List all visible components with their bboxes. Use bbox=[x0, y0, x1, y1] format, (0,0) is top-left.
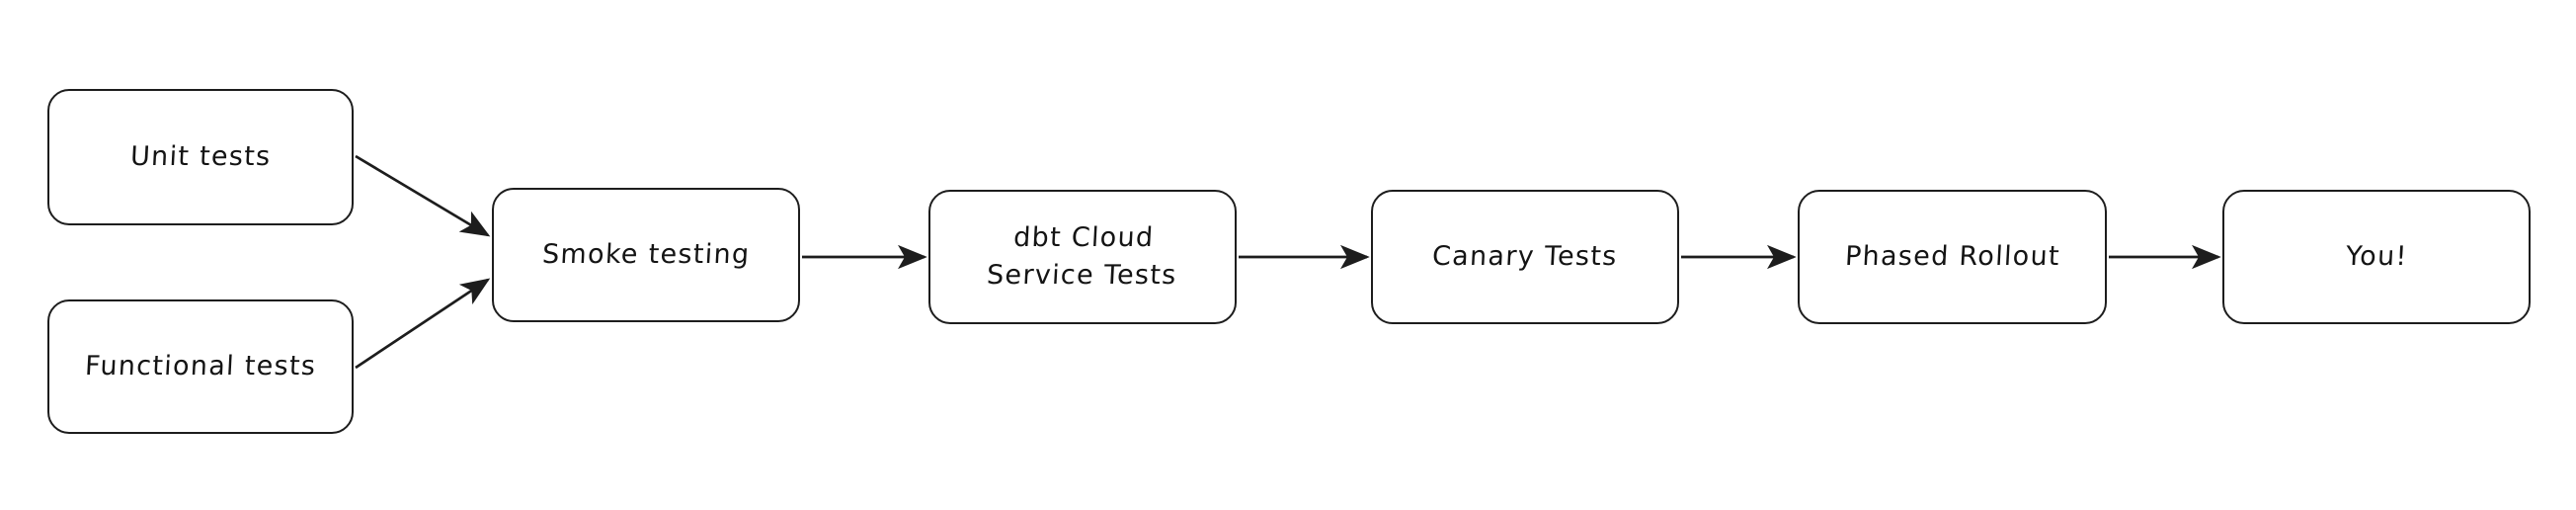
node-label-dbt-cloud-service-tests: dbt Cloud Service Tests bbox=[985, 221, 1178, 291]
edge-functional-to-smoke bbox=[355, 278, 491, 370]
node-dbt-cloud-service-tests[interactable]: dbt Cloud Service Tests bbox=[928, 190, 1237, 324]
node-phased-rollout[interactable]: Phased Rollout bbox=[1798, 190, 2107, 324]
node-label-phased-rollout: Phased Rollout bbox=[1843, 240, 2061, 272]
node-label-canary-tests: Canary Tests bbox=[1431, 240, 1619, 272]
node-unit-tests[interactable]: Unit tests bbox=[47, 89, 354, 225]
node-functional-tests[interactable]: Functional tests bbox=[47, 299, 354, 434]
node-label-unit-tests: Unit tests bbox=[128, 140, 273, 172]
node-label-functional-tests: Functional tests bbox=[84, 350, 317, 382]
node-label-you: You! bbox=[2344, 240, 2409, 272]
node-smoke-testing[interactable]: Smoke testing bbox=[492, 188, 800, 322]
edge-unit-to-smoke bbox=[355, 154, 491, 237]
node-you[interactable]: You! bbox=[2222, 190, 2531, 324]
node-label-smoke-testing: Smoke testing bbox=[541, 238, 752, 270]
node-canary-tests[interactable]: Canary Tests bbox=[1371, 190, 1679, 324]
